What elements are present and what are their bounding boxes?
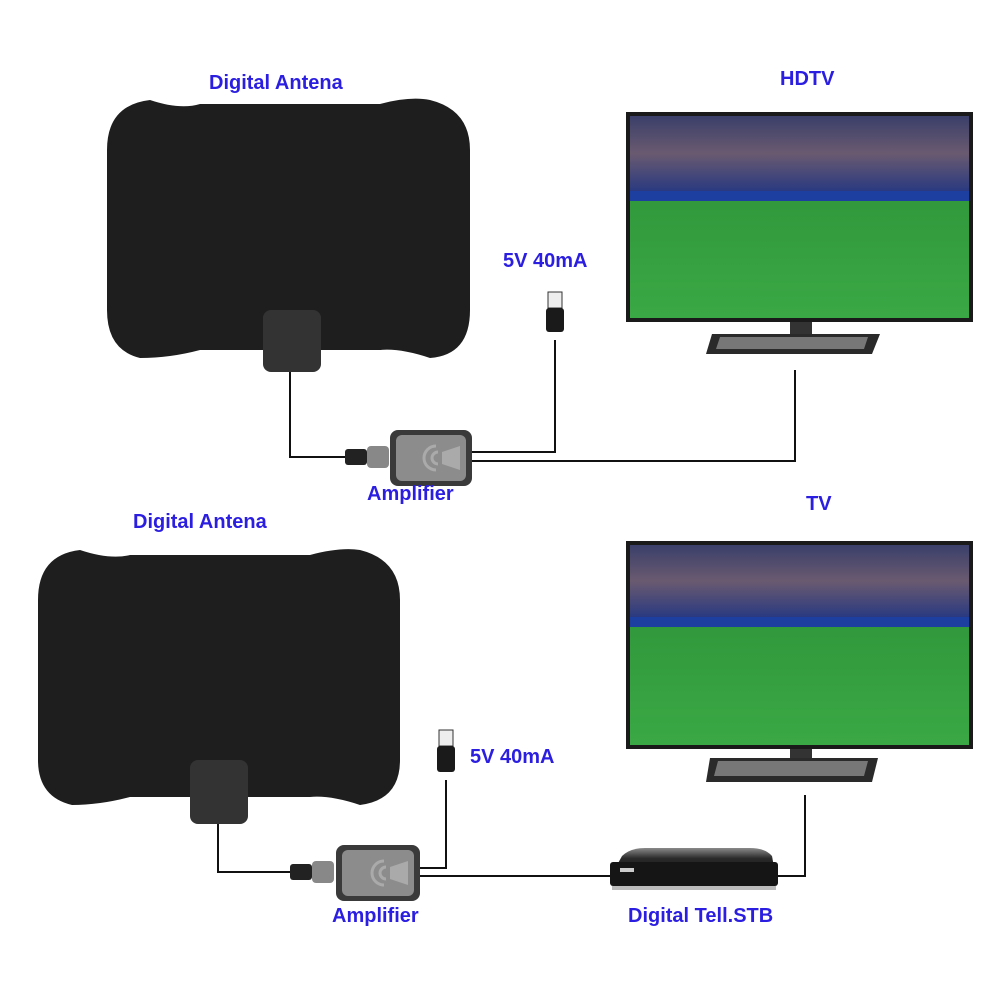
amplifier-label-top: Amplifier <box>367 483 454 505</box>
tv <box>626 541 973 782</box>
hdtv <box>626 112 973 354</box>
antenna-label-top: Digital Antena <box>209 72 343 94</box>
stb-label: Digital Tell.STB <box>628 905 774 927</box>
antenna-label-bottom: Digital Antena <box>133 511 267 533</box>
antenna-bottom <box>38 549 400 824</box>
coax-connector-top <box>345 446 389 468</box>
set-top-box <box>610 848 778 890</box>
usb-plug-top <box>546 291 564 332</box>
coax-connector-bottom <box>290 861 334 883</box>
amplifier-bottom <box>336 845 420 901</box>
cables-top <box>289 340 796 462</box>
power-label-top: 5V 40mA <box>503 250 588 272</box>
antenna-top <box>107 98 470 372</box>
signal-icon <box>370 859 387 887</box>
usb-plug-bottom <box>437 729 455 772</box>
tv-label: TV <box>806 493 832 515</box>
amplifier-label-bottom: Amplifier <box>332 905 419 927</box>
amplifier-top <box>390 430 472 486</box>
power-label-bottom: 5V 40mA <box>470 746 555 768</box>
cables-bottom <box>217 780 806 877</box>
signal-icon <box>422 444 439 472</box>
hdtv-label: HDTV <box>780 68 835 90</box>
